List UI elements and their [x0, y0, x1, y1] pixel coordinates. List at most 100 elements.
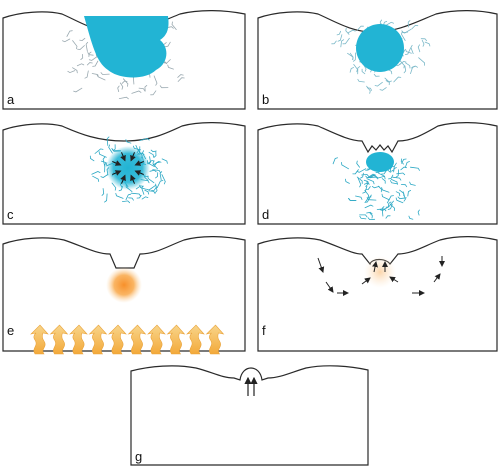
fiber-strand	[77, 45, 85, 51]
fiber-strand	[357, 78, 365, 83]
fiber-strand	[420, 38, 427, 42]
fiber-strand	[381, 193, 390, 201]
fiber-strand	[91, 171, 101, 175]
fiber-strand	[384, 77, 390, 86]
fiber-strand	[417, 44, 421, 53]
fiber-strand	[86, 62, 93, 66]
fiber-strand	[360, 172, 364, 179]
fiber-strand	[98, 151, 107, 158]
panel-label: g	[135, 449, 142, 464]
fiber-strand	[352, 52, 356, 62]
fiber-strand	[349, 67, 354, 73]
fiber-strand	[152, 160, 158, 170]
fiber-strand	[331, 40, 337, 45]
fiber-strand	[150, 90, 157, 96]
fiber-strand	[410, 44, 414, 54]
panel-label: b	[262, 92, 269, 107]
fiber-strand	[79, 37, 86, 42]
fiber-strand	[72, 40, 78, 50]
fiber-strand	[85, 41, 89, 52]
arrow-icon	[433, 273, 441, 283]
fiber-strand	[388, 174, 394, 180]
fiber-strand	[101, 188, 105, 196]
fiber-strand	[407, 20, 411, 28]
fiber-strand	[396, 172, 406, 176]
fiber-strand	[401, 158, 407, 164]
fiber-strand	[148, 190, 156, 194]
fiber-strand	[367, 217, 376, 221]
fiber-strand	[167, 64, 174, 70]
fiber-strand	[411, 65, 418, 69]
fiber-strand	[122, 200, 130, 204]
fiber-strand	[128, 197, 134, 201]
fiber-strand	[112, 144, 116, 151]
fiber-strand	[92, 60, 99, 67]
fiber-strand	[165, 41, 171, 47]
fiber-strand	[62, 38, 71, 43]
arrow-icon	[120, 174, 126, 184]
fiber-strand	[389, 203, 395, 211]
arrow-icon	[372, 261, 378, 273]
fiber-strand	[94, 148, 104, 154]
fiber-strand	[352, 169, 359, 175]
fiber-strand	[87, 52, 94, 56]
fiber-strand	[150, 149, 157, 153]
fiber-strand	[340, 39, 345, 48]
fiber-strand	[332, 157, 338, 165]
fiber-strand	[385, 200, 394, 208]
fiber-strand	[121, 80, 128, 84]
fiber-strand	[153, 151, 157, 158]
fiber-strand	[365, 175, 373, 179]
fiber-strand	[171, 21, 177, 30]
fiber-strand	[397, 196, 407, 200]
fiber-strand	[154, 162, 160, 166]
fiber-network	[332, 157, 420, 221]
fiber-strand	[367, 178, 375, 185]
fiber-strand	[177, 74, 184, 78]
fiber-strand	[161, 158, 168, 164]
fiber-strand	[104, 193, 108, 203]
fiber-strand	[421, 39, 425, 47]
fiber-strand	[148, 151, 154, 158]
fiber-strand	[387, 201, 392, 208]
fiber-strand	[410, 166, 420, 171]
fiber-strand	[356, 176, 363, 184]
fiber-strand	[400, 184, 408, 188]
fiber-strand	[88, 51, 92, 57]
fiber-strand	[159, 171, 163, 181]
fiber-strand	[84, 70, 89, 79]
fiber-strand	[115, 193, 124, 199]
surface-outline	[130, 365, 369, 466]
fiber-strand	[366, 211, 373, 215]
arrow-icon	[120, 152, 126, 162]
fiber-strand	[362, 185, 368, 194]
arrow-icon	[361, 277, 371, 285]
arrow-icon	[389, 276, 399, 283]
fiber-strand	[395, 197, 404, 204]
fiber-strand	[118, 96, 129, 100]
panel-d: d	[257, 122, 498, 225]
fiber-strand	[73, 87, 83, 93]
fiber-strand	[159, 85, 169, 89]
fiber-strand	[400, 166, 407, 171]
fiber-strand	[395, 191, 401, 197]
liquid-droplet	[106, 146, 150, 190]
fiber-strand	[144, 189, 150, 195]
fiber-strand	[363, 64, 367, 72]
fiber-strand	[67, 70, 76, 74]
arrow-icon	[325, 281, 334, 293]
liquid-droplet	[356, 24, 404, 72]
surface-outline	[257, 122, 498, 225]
fiber-strand	[399, 59, 405, 69]
fiber-strand	[395, 169, 399, 178]
fiber-strand	[125, 139, 132, 144]
arrow-icon	[317, 257, 325, 273]
fiber-strand	[418, 57, 426, 66]
fiber-strand	[97, 74, 106, 81]
fiber-strand	[146, 185, 156, 191]
liquid-droplet	[84, 16, 169, 78]
panel-label: e	[7, 323, 14, 338]
fiber-strand	[152, 160, 162, 166]
fiber-strand	[359, 214, 368, 218]
panel-g: g	[130, 365, 369, 466]
